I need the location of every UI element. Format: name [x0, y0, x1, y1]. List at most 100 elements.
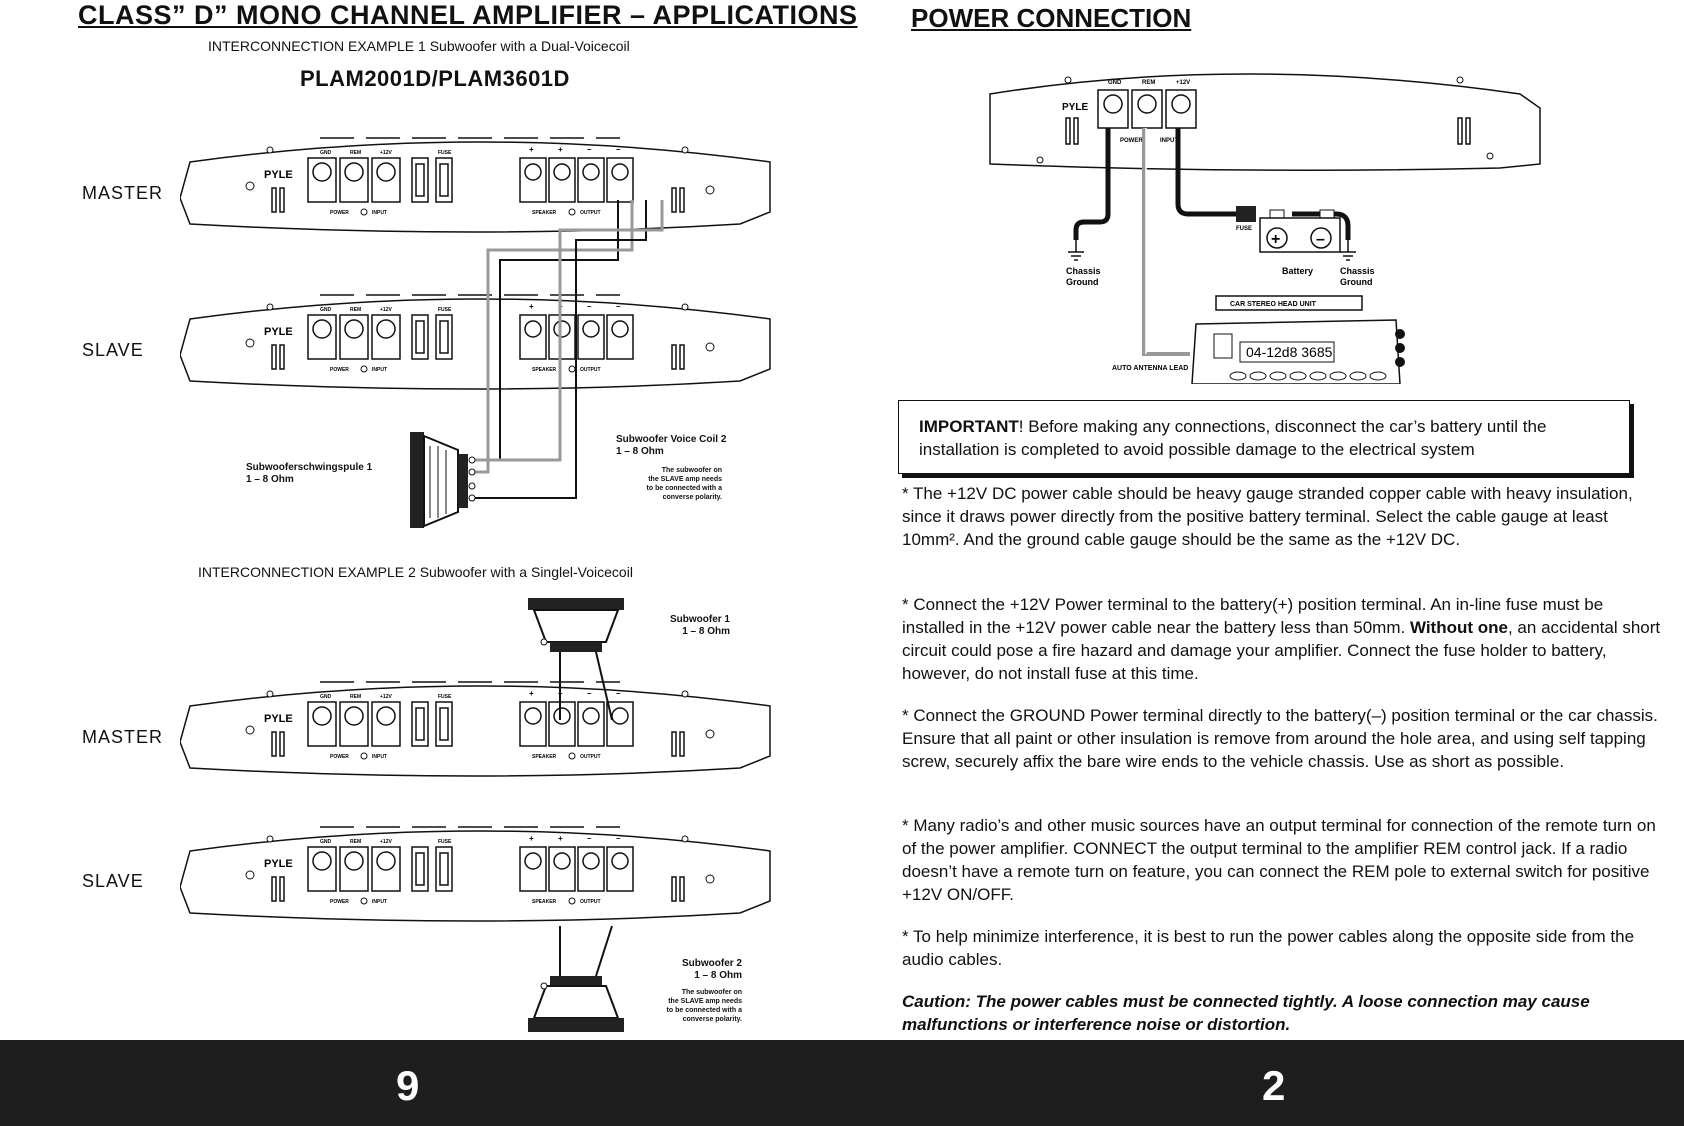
page-number-left: 9	[396, 1062, 420, 1109]
svg-text:PYLE: PYLE	[264, 326, 293, 338]
svg-text:GND: GND	[320, 694, 332, 700]
svg-text:POWER: POWER	[330, 754, 349, 760]
svg-text:GND: GND	[320, 150, 332, 156]
role-label-master-1: MASTER	[82, 183, 164, 203]
svg-text:+: +	[529, 689, 534, 698]
svg-text:FUSE: FUSE	[1236, 226, 1252, 232]
svg-text:INPUT: INPUT	[372, 899, 387, 905]
amplifier-master-1: PYLE GND REM +12V FUSE + + – – POWER INP…	[180, 137, 771, 233]
model-number: PLAM2001D/PLAM3601D	[300, 66, 570, 91]
svg-text:OUTPUT: OUTPUT	[580, 899, 601, 905]
svg-text:04-12d8 3685: 04-12d8 3685	[1246, 344, 1333, 360]
svg-text:SPEAKER: SPEAKER	[532, 754, 557, 760]
svg-text:Chassis: Chassis	[1340, 266, 1375, 276]
svg-text:Ground: Ground	[1340, 277, 1373, 287]
svg-text:REM: REM	[350, 839, 361, 845]
svg-text:CAR STEREO HEAD UNIT: CAR STEREO HEAD UNIT	[1230, 301, 1317, 308]
svg-text:FUSE: FUSE	[438, 839, 452, 845]
svg-text:–: –	[587, 145, 592, 154]
svg-text:SPEAKER: SPEAKER	[532, 899, 557, 905]
svg-text:+: +	[529, 834, 534, 843]
svg-text:+12V: +12V	[380, 839, 392, 845]
diagram-brand: PYLE	[1062, 102, 1088, 113]
important-notice: IMPORTANT! Before making any connections…	[898, 400, 1630, 474]
caution-note: Caution: The power cables must be connec…	[902, 992, 1590, 1034]
svg-text:AUTO ANTENNA LEAD: AUTO ANTENNA LEAD	[1112, 365, 1188, 372]
svg-text:Chassis: Chassis	[1066, 266, 1101, 276]
svg-text:+12V: +12V	[1176, 80, 1190, 86]
svg-text:–: –	[587, 302, 592, 311]
svg-text:GND: GND	[320, 839, 332, 845]
svg-text:GND: GND	[320, 307, 332, 313]
amplifier-slave-2: PYLE GND REM +12V FUSE + + – – POWER INP…	[180, 826, 771, 922]
paragraph-interference: * To help minimize interference, it is b…	[902, 927, 1635, 969]
role-label-master-2: MASTER	[82, 727, 164, 747]
dual-voicecoil-subwoofer-icon	[410, 432, 476, 528]
svg-text:INPUT: INPUT	[372, 754, 387, 760]
svg-text:POWER: POWER	[330, 210, 349, 216]
svg-text:GND: GND	[1108, 80, 1122, 86]
svg-text:POWER: POWER	[330, 899, 349, 905]
svg-text:INPUT: INPUT	[372, 210, 387, 216]
svg-text:+: +	[558, 145, 563, 154]
svg-text:+: +	[558, 834, 563, 843]
subwoofer-2-icon	[528, 976, 624, 1032]
svg-text:–: –	[616, 834, 621, 843]
left-page-title: CLASS” D” MONO CHANNEL AMPLIFIER – APPLI…	[78, 0, 858, 30]
svg-text:POWER: POWER	[1120, 138, 1143, 144]
paragraph-ground: * Connect the GROUND Power terminal dire…	[902, 706, 1658, 771]
svg-text:REM: REM	[350, 307, 361, 313]
svg-text:REM: REM	[350, 150, 361, 156]
svg-text:OUTPUT: OUTPUT	[580, 754, 601, 760]
svg-text:POWER: POWER	[330, 367, 349, 373]
svg-text:+12V: +12V	[380, 150, 392, 156]
right-page-title: POWER CONNECTION	[911, 3, 1192, 33]
amplifier-master-2: PYLE GND REM +12V FUSE + + – – POWER INP…	[180, 681, 771, 777]
svg-text:–: –	[616, 689, 621, 698]
svg-text:–: –	[587, 689, 592, 698]
example2-wiring	[528, 598, 624, 1032]
svg-text:FUSE: FUSE	[438, 694, 452, 700]
subwoofer-1-icon	[528, 598, 624, 652]
svg-text:+: +	[529, 145, 534, 154]
svg-text:PYLE: PYLE	[264, 169, 293, 181]
example1-wiring	[410, 200, 664, 528]
role-label-slave-1: SLAVE	[82, 340, 144, 360]
amplifier-slave-1: PYLE GND REM +12V FUSE + + – – POWER INP…	[180, 294, 771, 390]
svg-text:Ground: Ground	[1066, 277, 1099, 287]
paragraph-cable: * The +12V DC power cable should be heav…	[902, 484, 1633, 549]
svg-text:FUSE: FUSE	[438, 307, 452, 313]
svg-text:Battery: Battery	[1282, 266, 1313, 276]
power-connection-diagram: PYLE GND REM +12V POWER INPUT FUSE + – B…	[989, 73, 1541, 384]
svg-text:+12V: +12V	[380, 694, 392, 700]
svg-text:–: –	[587, 834, 592, 843]
svg-text:–: –	[616, 302, 621, 311]
example1-caption: INTERCONNECTION EXAMPLE 1 Subwoofer with…	[208, 38, 630, 54]
role-label-slave-2: SLAVE	[82, 871, 144, 891]
svg-text:INPUT: INPUT	[1160, 138, 1178, 144]
paragraph-fuse: * Connect the +12V Power terminal to the…	[902, 595, 1661, 683]
example2-caption: INTERCONNECTION EXAMPLE 2 Subwoofer with…	[198, 564, 633, 580]
svg-text:OUTPUT: OUTPUT	[580, 367, 601, 373]
svg-text:–: –	[616, 145, 621, 154]
svg-text:REM: REM	[350, 694, 361, 700]
svg-text:OUTPUT: OUTPUT	[580, 210, 601, 216]
svg-text:REM: REM	[1142, 80, 1155, 86]
svg-text:PYLE: PYLE	[264, 858, 293, 870]
footer-bar	[0, 1040, 1684, 1126]
paragraph-remote: * Many radio’s and other music sources h…	[902, 816, 1656, 904]
svg-text:SPEAKER: SPEAKER	[532, 367, 557, 373]
svg-text:+: +	[529, 302, 534, 311]
svg-text:INPUT: INPUT	[372, 367, 387, 373]
page-number-right: 2	[1262, 1062, 1286, 1109]
svg-text:+12V: +12V	[380, 307, 392, 313]
svg-text:+: +	[1271, 231, 1280, 248]
svg-text:PYLE: PYLE	[264, 713, 293, 725]
svg-text:SPEAKER: SPEAKER	[532, 210, 557, 216]
